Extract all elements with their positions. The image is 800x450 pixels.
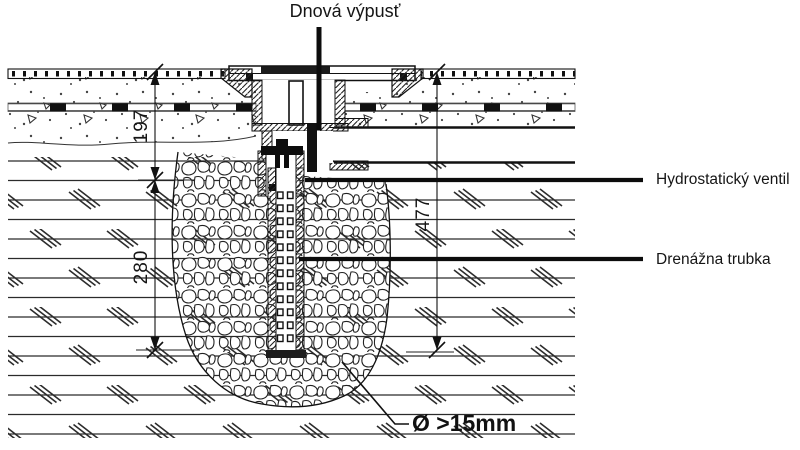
outlet-pipe [329, 118, 575, 171]
dimension-477: 477 [413, 63, 446, 359]
pit-outline [171, 151, 391, 408]
pipe-callout-label: Drenážna trubka [656, 251, 771, 268]
dimension-280: 280 [131, 180, 164, 359]
seal-gasket [307, 124, 317, 172]
gravel-callout-leader [341, 361, 409, 425]
dimension-477-value: 477 [413, 197, 434, 232]
top-callout-label: Dnová výpusť [290, 1, 401, 21]
dimension-197: 197 [131, 63, 164, 189]
grate-flange-left [220, 68, 253, 98]
pipe-bottom-cap [266, 350, 306, 358]
drain-assembly [220, 65, 424, 358]
drainage-pipe [266, 167, 306, 358]
grate-flange-right [391, 68, 424, 98]
valve-callout-label: Hydrostatický ventil [656, 171, 790, 188]
membrane-layer-right [344, 102, 576, 112]
gravel-callout-label: Ø >15mm [412, 410, 516, 436]
dimension-197-value: 197 [131, 109, 152, 144]
callouts: Dnová výpusť Hydrostatický ventil Drenáž… [290, 1, 790, 436]
dimensions: 197 280 477 [131, 63, 454, 359]
dimension-280-value: 280 [131, 250, 152, 285]
standpipe [288, 80, 304, 126]
